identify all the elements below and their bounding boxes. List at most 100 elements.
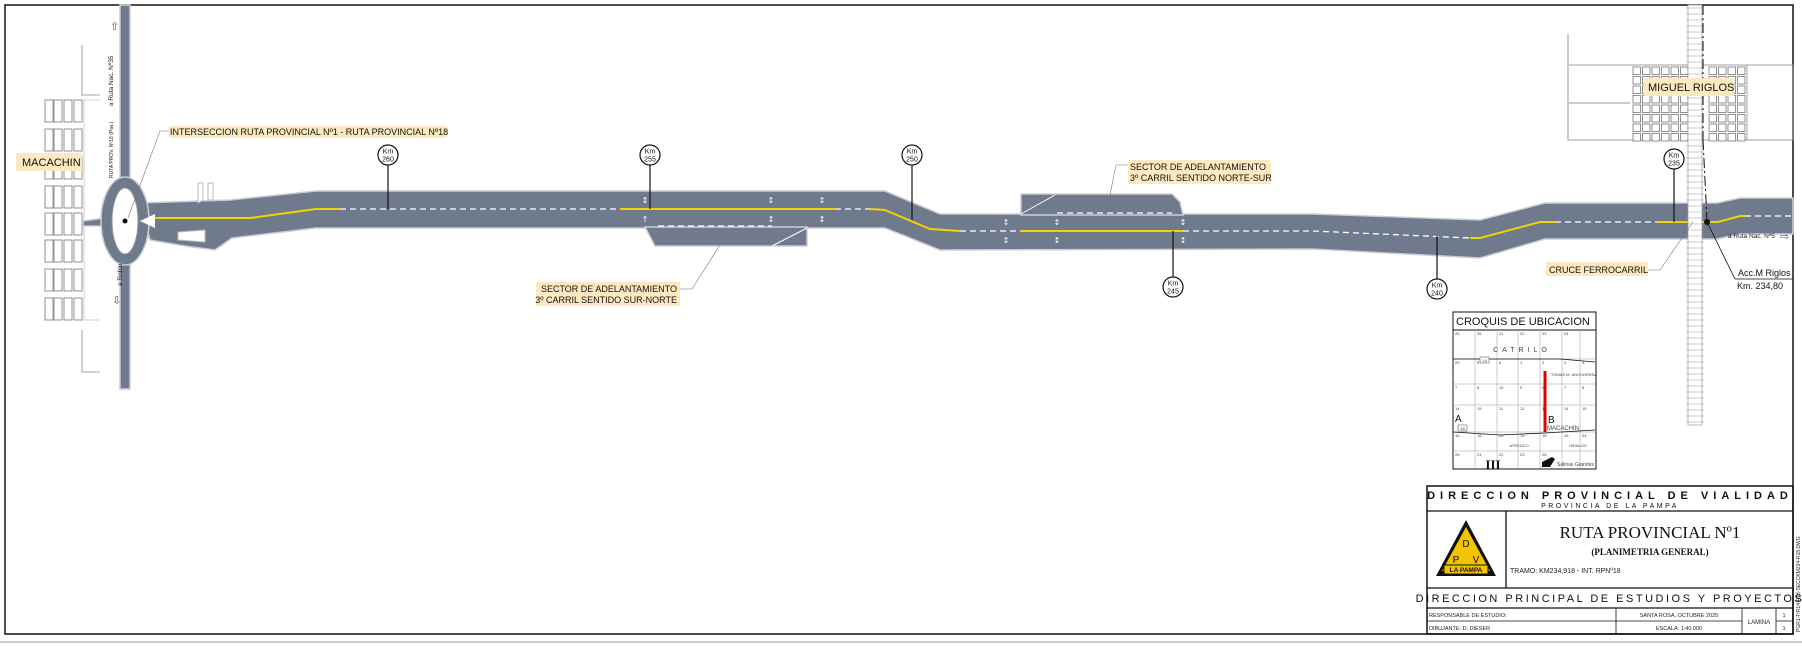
town-block bbox=[73, 128, 83, 152]
town-block bbox=[1661, 95, 1670, 104]
section-number: 26 bbox=[1477, 331, 1482, 336]
km-marker-prefix: Km bbox=[1168, 281, 1179, 288]
town-block bbox=[1642, 66, 1651, 75]
arrow-icon: ↕ bbox=[768, 196, 775, 205]
arrow-icon: ↕ bbox=[819, 196, 826, 205]
sketch-region: III bbox=[1485, 457, 1500, 472]
town-block bbox=[1642, 114, 1651, 123]
town-block bbox=[1737, 133, 1746, 142]
town-block bbox=[1737, 104, 1746, 113]
no-passing-line bbox=[1657, 215, 1745, 223]
sector-sn-label-2: 3º CARRIL SENTIDO SUR-NORTE bbox=[535, 295, 677, 305]
town-block bbox=[1651, 95, 1660, 104]
lane-arrows: ↕ ↑ ↕ ↕ ↕ ↕ ↕ ↕ ↕ ↕ ↕ ↕ bbox=[642, 196, 1187, 245]
km-marker-circle bbox=[377, 144, 399, 166]
label-bg bbox=[1546, 262, 1648, 276]
town-block bbox=[1718, 66, 1727, 75]
sector-sn-label-1: SECTOR DE ADELANTAMIENTO bbox=[541, 284, 677, 294]
section-number: 7 bbox=[1564, 385, 1567, 390]
section-number: 7 bbox=[1455, 385, 1458, 390]
logo-text: LA PAMPA bbox=[1450, 567, 1483, 574]
lamina-label: LAMINA bbox=[1748, 620, 1770, 626]
town-block bbox=[44, 268, 54, 292]
town-block bbox=[63, 99, 73, 123]
town-block bbox=[63, 297, 73, 321]
center-line-markings bbox=[155, 208, 1793, 239]
km-marker-circle bbox=[1663, 148, 1685, 170]
salinas-shape bbox=[1542, 457, 1555, 467]
town-block bbox=[1708, 123, 1717, 132]
town-block bbox=[1661, 114, 1670, 123]
town-block bbox=[1708, 133, 1717, 142]
tramo-text: TRAMO: KM234,918 - INT. RPNº18 bbox=[1510, 568, 1621, 575]
macachin-town-blocks bbox=[44, 99, 83, 321]
town-block bbox=[1737, 85, 1746, 94]
intersection-point bbox=[122, 218, 128, 224]
sketch-hidalgo: HIDALGO bbox=[1569, 443, 1587, 448]
town-block bbox=[53, 239, 63, 263]
place-date-text: SANTA ROSA, OCTUBRE 2025 bbox=[1640, 613, 1718, 619]
section-number: 3 bbox=[1564, 360, 1567, 365]
km-marker-circle bbox=[639, 144, 661, 166]
town-block bbox=[1642, 123, 1651, 132]
town-block bbox=[63, 268, 73, 292]
town-block bbox=[1737, 114, 1746, 123]
label-bg bbox=[536, 282, 680, 306]
directorate-name: DIRECCION PRINCIPAL DE ESTUDIOS Y PROYEC… bbox=[1416, 593, 1802, 605]
arrow-icon: ↕ bbox=[642, 196, 649, 205]
lamina-number: 1 bbox=[1782, 613, 1785, 619]
town-block bbox=[1670, 104, 1679, 113]
road-label-rn5: a Ruta Nac. Nº5 bbox=[1728, 233, 1775, 240]
town-block bbox=[1718, 95, 1727, 104]
section-number: 8 bbox=[1582, 385, 1585, 390]
town-block bbox=[44, 128, 54, 152]
arrow-icon: ↕ bbox=[1054, 236, 1061, 245]
road-label-rn35: a Ruta Nac. Nº35 bbox=[108, 55, 115, 106]
section-number: 24 bbox=[1582, 433, 1587, 438]
file-name: PGR1-TrR14-R18-SECCKM234-R18.DWG bbox=[1796, 536, 1802, 632]
town-block bbox=[1718, 133, 1727, 142]
town-block bbox=[1651, 133, 1660, 142]
passing-lane-south-north bbox=[643, 226, 808, 247]
logo-letter-d: D bbox=[1462, 539, 1469, 550]
section-number: 12 bbox=[1520, 406, 1525, 411]
town-block bbox=[73, 239, 83, 263]
sketch-anchorena: TOMAS M. ANCHORENA bbox=[1551, 372, 1597, 377]
route-shield bbox=[1479, 356, 1490, 364]
section-number: 2 bbox=[1542, 360, 1545, 365]
town-label-miguel-riglos: MIGUEL RIGLOS bbox=[1648, 82, 1734, 94]
arrow-icon: ↕ bbox=[1054, 218, 1061, 227]
section-number: 4 bbox=[1582, 360, 1585, 365]
label-bg bbox=[1128, 160, 1271, 184]
intersection-label: INTERSECCION RUTA PROVINCIAL Nº1 - RUTA … bbox=[170, 127, 448, 137]
town-block bbox=[1708, 104, 1717, 113]
province-name: PROVINCIA DE LA PAMPA bbox=[1541, 503, 1679, 510]
town-block bbox=[1670, 123, 1679, 132]
km-marker-circle bbox=[1426, 278, 1448, 300]
splitter-island bbox=[140, 214, 155, 228]
section-number: 16 bbox=[1564, 433, 1569, 438]
agency-name: DIRECCION PROVINCIAL DE VIALIDAD bbox=[1427, 490, 1793, 502]
town-block bbox=[1708, 66, 1717, 75]
section-number: 28 bbox=[1542, 452, 1547, 457]
section-number: 20 bbox=[1499, 433, 1504, 438]
responsable-text: RESPONSABLE DE ESTUDIO: bbox=[1429, 613, 1507, 619]
drawing-subtitle: (PLANIMETRIA GENERAL) bbox=[1591, 547, 1708, 557]
town-block bbox=[1737, 123, 1746, 132]
section-number: 26 bbox=[1455, 452, 1460, 457]
section-number: 8 bbox=[1542, 385, 1545, 390]
town-block bbox=[1737, 95, 1746, 104]
arrow-icon: ↕ bbox=[819, 215, 826, 224]
access-label-1: Acc.M Riglos bbox=[1738, 268, 1791, 278]
sheet-frame bbox=[4, 4, 1794, 635]
town-block bbox=[1632, 114, 1641, 123]
traffic-island bbox=[177, 229, 206, 243]
passing-dashed-line bbox=[1183, 230, 1471, 239]
town-block bbox=[1708, 114, 1717, 123]
arrow-icon: ↑ bbox=[642, 215, 649, 224]
railway-ties bbox=[1686, 7, 1704, 423]
